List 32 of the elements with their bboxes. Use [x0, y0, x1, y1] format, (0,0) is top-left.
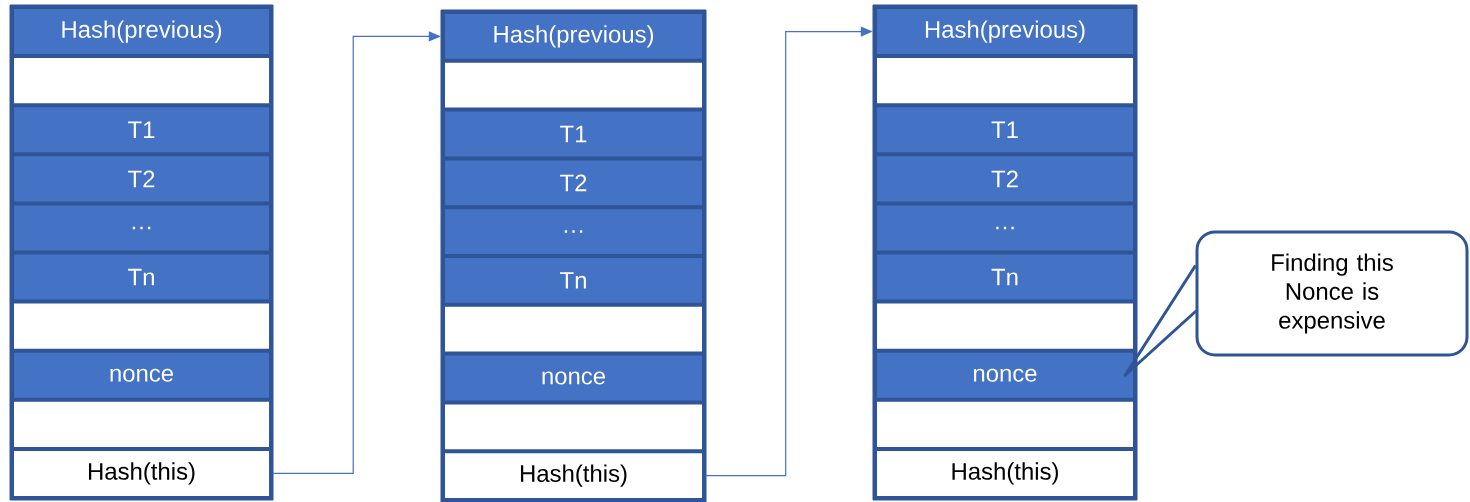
empty-field [877, 401, 1133, 447]
empty-field [877, 303, 1133, 349]
block-field: Hash(previous) [877, 9, 1133, 55]
block-field: T1 [14, 107, 269, 153]
block-field: nonce [14, 352, 269, 398]
block-field: T2 [445, 160, 702, 206]
block-field: T1 [445, 111, 702, 157]
block-field: Tn [445, 258, 702, 303]
block-field: … [14, 205, 269, 251]
block-field: … [877, 205, 1133, 251]
block-field: Hash(this) [14, 450, 269, 496]
empty-field [877, 58, 1133, 104]
block-field: Hash(this) [877, 450, 1133, 496]
block-field: T1 [877, 107, 1133, 153]
empty-field [14, 401, 269, 447]
block-field: T2 [14, 156, 269, 202]
block-field: Tn [877, 254, 1133, 300]
block-field: Hash(this) [445, 453, 702, 498]
block-field: T2 [877, 156, 1133, 202]
empty-field [445, 404, 702, 450]
block-field: Hash(previous) [445, 14, 702, 59]
callout-tail [1123, 264, 1197, 377]
empty-field [14, 303, 269, 349]
block-field: Tn [14, 254, 269, 300]
empty-field [445, 62, 702, 108]
block-field: nonce [445, 355, 702, 401]
callout-bubble: Finding this Nonce is expensive [1195, 230, 1469, 357]
block-field: … [445, 209, 702, 254]
empty-field [14, 58, 269, 104]
block-field: nonce [877, 352, 1133, 398]
block-field: Hash(previous) [14, 9, 269, 55]
empty-field [445, 306, 702, 352]
